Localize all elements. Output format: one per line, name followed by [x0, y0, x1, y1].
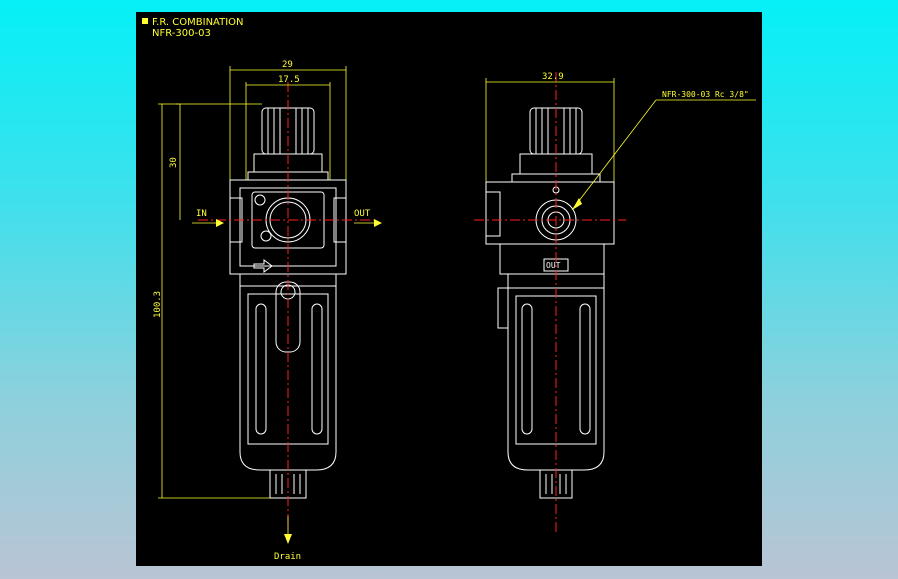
drawing-model: NFR-300-03 [152, 28, 211, 39]
flow-direction-icon [253, 259, 273, 273]
port-callout-label: NFR-300-03 Rc 3/8" [662, 90, 749, 99]
in-port-label: IN [196, 209, 207, 219]
side-bowl [507, 287, 605, 471]
out-arrow-icon [374, 219, 382, 227]
dim-width-total: 29 [282, 60, 293, 70]
cad-viewport: F.R. COMBINATION NFR-300-03 [136, 12, 762, 566]
dim-height-total: 100.3 [153, 291, 163, 318]
callout-leader [571, 99, 657, 211]
cad-drawing: F.R. COMBINATION NFR-300-03 [142, 17, 756, 562]
out-port-label: OUT [354, 209, 371, 219]
drawing-title: F.R. COMBINATION [152, 17, 244, 28]
drain-label: Drain [274, 552, 301, 562]
callout-arrow-icon [572, 198, 582, 210]
gauge-screw-icon [254, 194, 266, 206]
side-out-badge-label: OUT [546, 261, 561, 270]
front-view: IN OUT Drain 29 17.5 30 100.3 [153, 60, 382, 562]
title-marker-icon [142, 18, 148, 24]
front-bowl [239, 285, 337, 471]
drain-arrow-icon [284, 534, 292, 544]
side-body [485, 181, 615, 245]
dim-width-knob: 17.5 [278, 75, 300, 85]
side-view: OUT 32.9 NFR-300-03 Rc 3/8" [474, 72, 756, 534]
dim-width-side: 32.9 [542, 72, 564, 82]
in-arrow-icon [216, 219, 224, 227]
dim-height-top: 30 [169, 157, 179, 168]
